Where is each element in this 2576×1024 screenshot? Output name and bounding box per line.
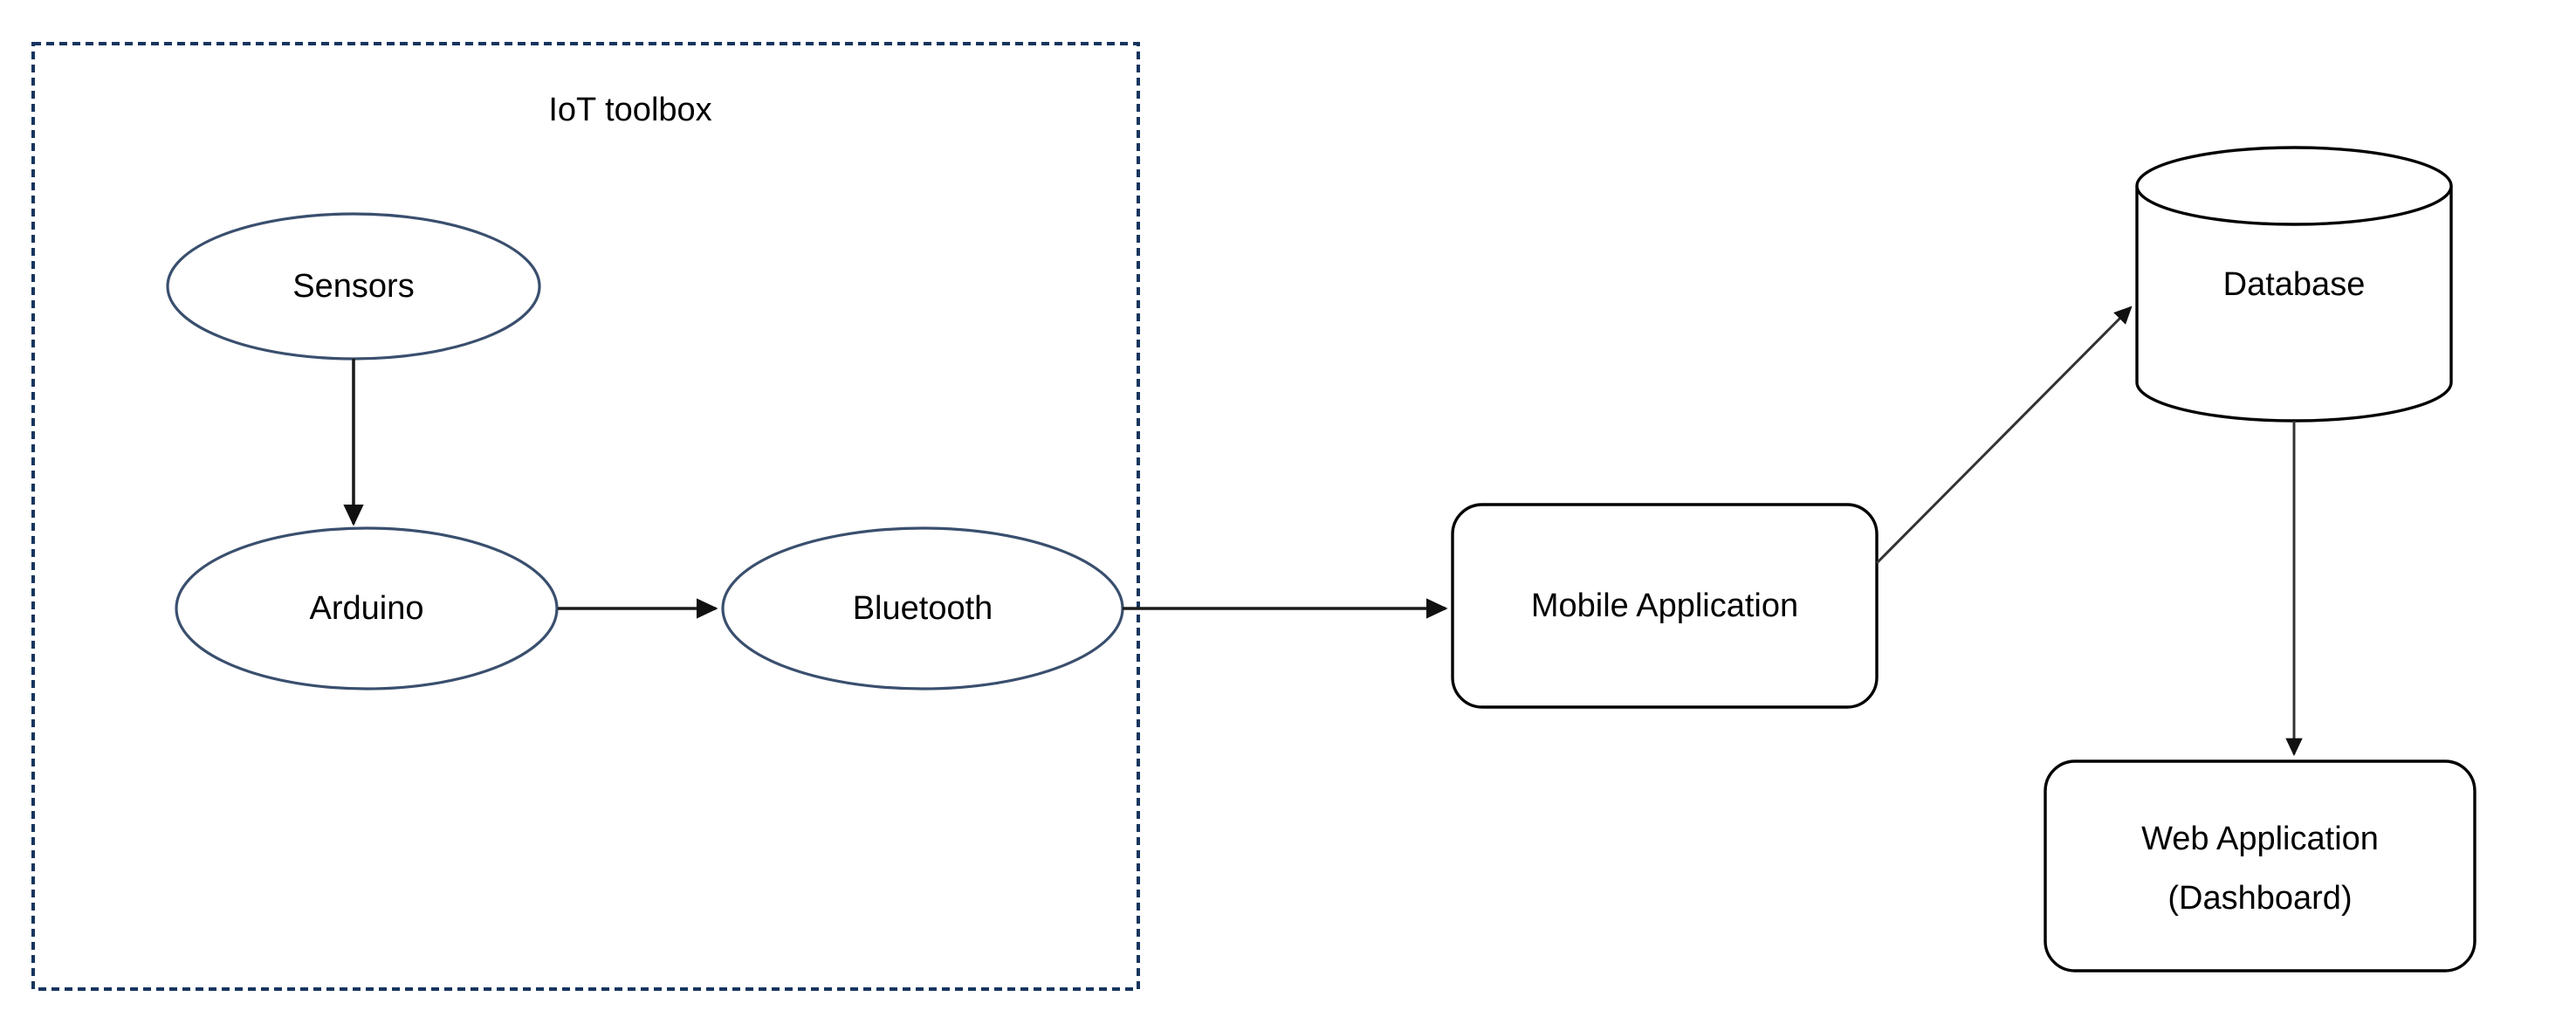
node-database[interactable]: Database: [2135, 146, 2453, 423]
web-application-label-line-2: (Dashboard): [2167, 880, 2352, 917]
node-bluetooth[interactable]: Bluetooth: [721, 526, 1124, 691]
mobile-application-rect-shape: [1451, 503, 1879, 709]
database-cylinder-top: [2135, 146, 2453, 226]
web-application-label-line-1: Web Application: [2141, 821, 2379, 857]
edge-mobile-application-to-database: [1875, 306, 2133, 565]
iot-toolbox-group-border: [31, 42, 1140, 991]
database-label: Database: [2223, 266, 2366, 303]
iot-toolbox-group-label: IoT toolbox: [548, 92, 711, 128]
mobile-application-label: Mobile Application: [1531, 588, 1798, 624]
arduino-ellipse-shape: [175, 526, 559, 691]
database-cylinder-body: [2135, 186, 2453, 423]
node-web-application[interactable]: Web Application (Dashboard): [2044, 759, 2476, 972]
sensors-label: Sensors: [292, 268, 414, 305]
node-mobile-application[interactable]: Mobile Application: [1451, 503, 1879, 709]
web-application-rect-shape: [2044, 759, 2476, 972]
node-sensors[interactable]: Sensors: [166, 212, 541, 361]
arduino-label: Arduino: [310, 590, 424, 627]
bluetooth-label: Bluetooth: [853, 590, 993, 627]
node-arduino[interactable]: Arduino: [175, 526, 559, 691]
